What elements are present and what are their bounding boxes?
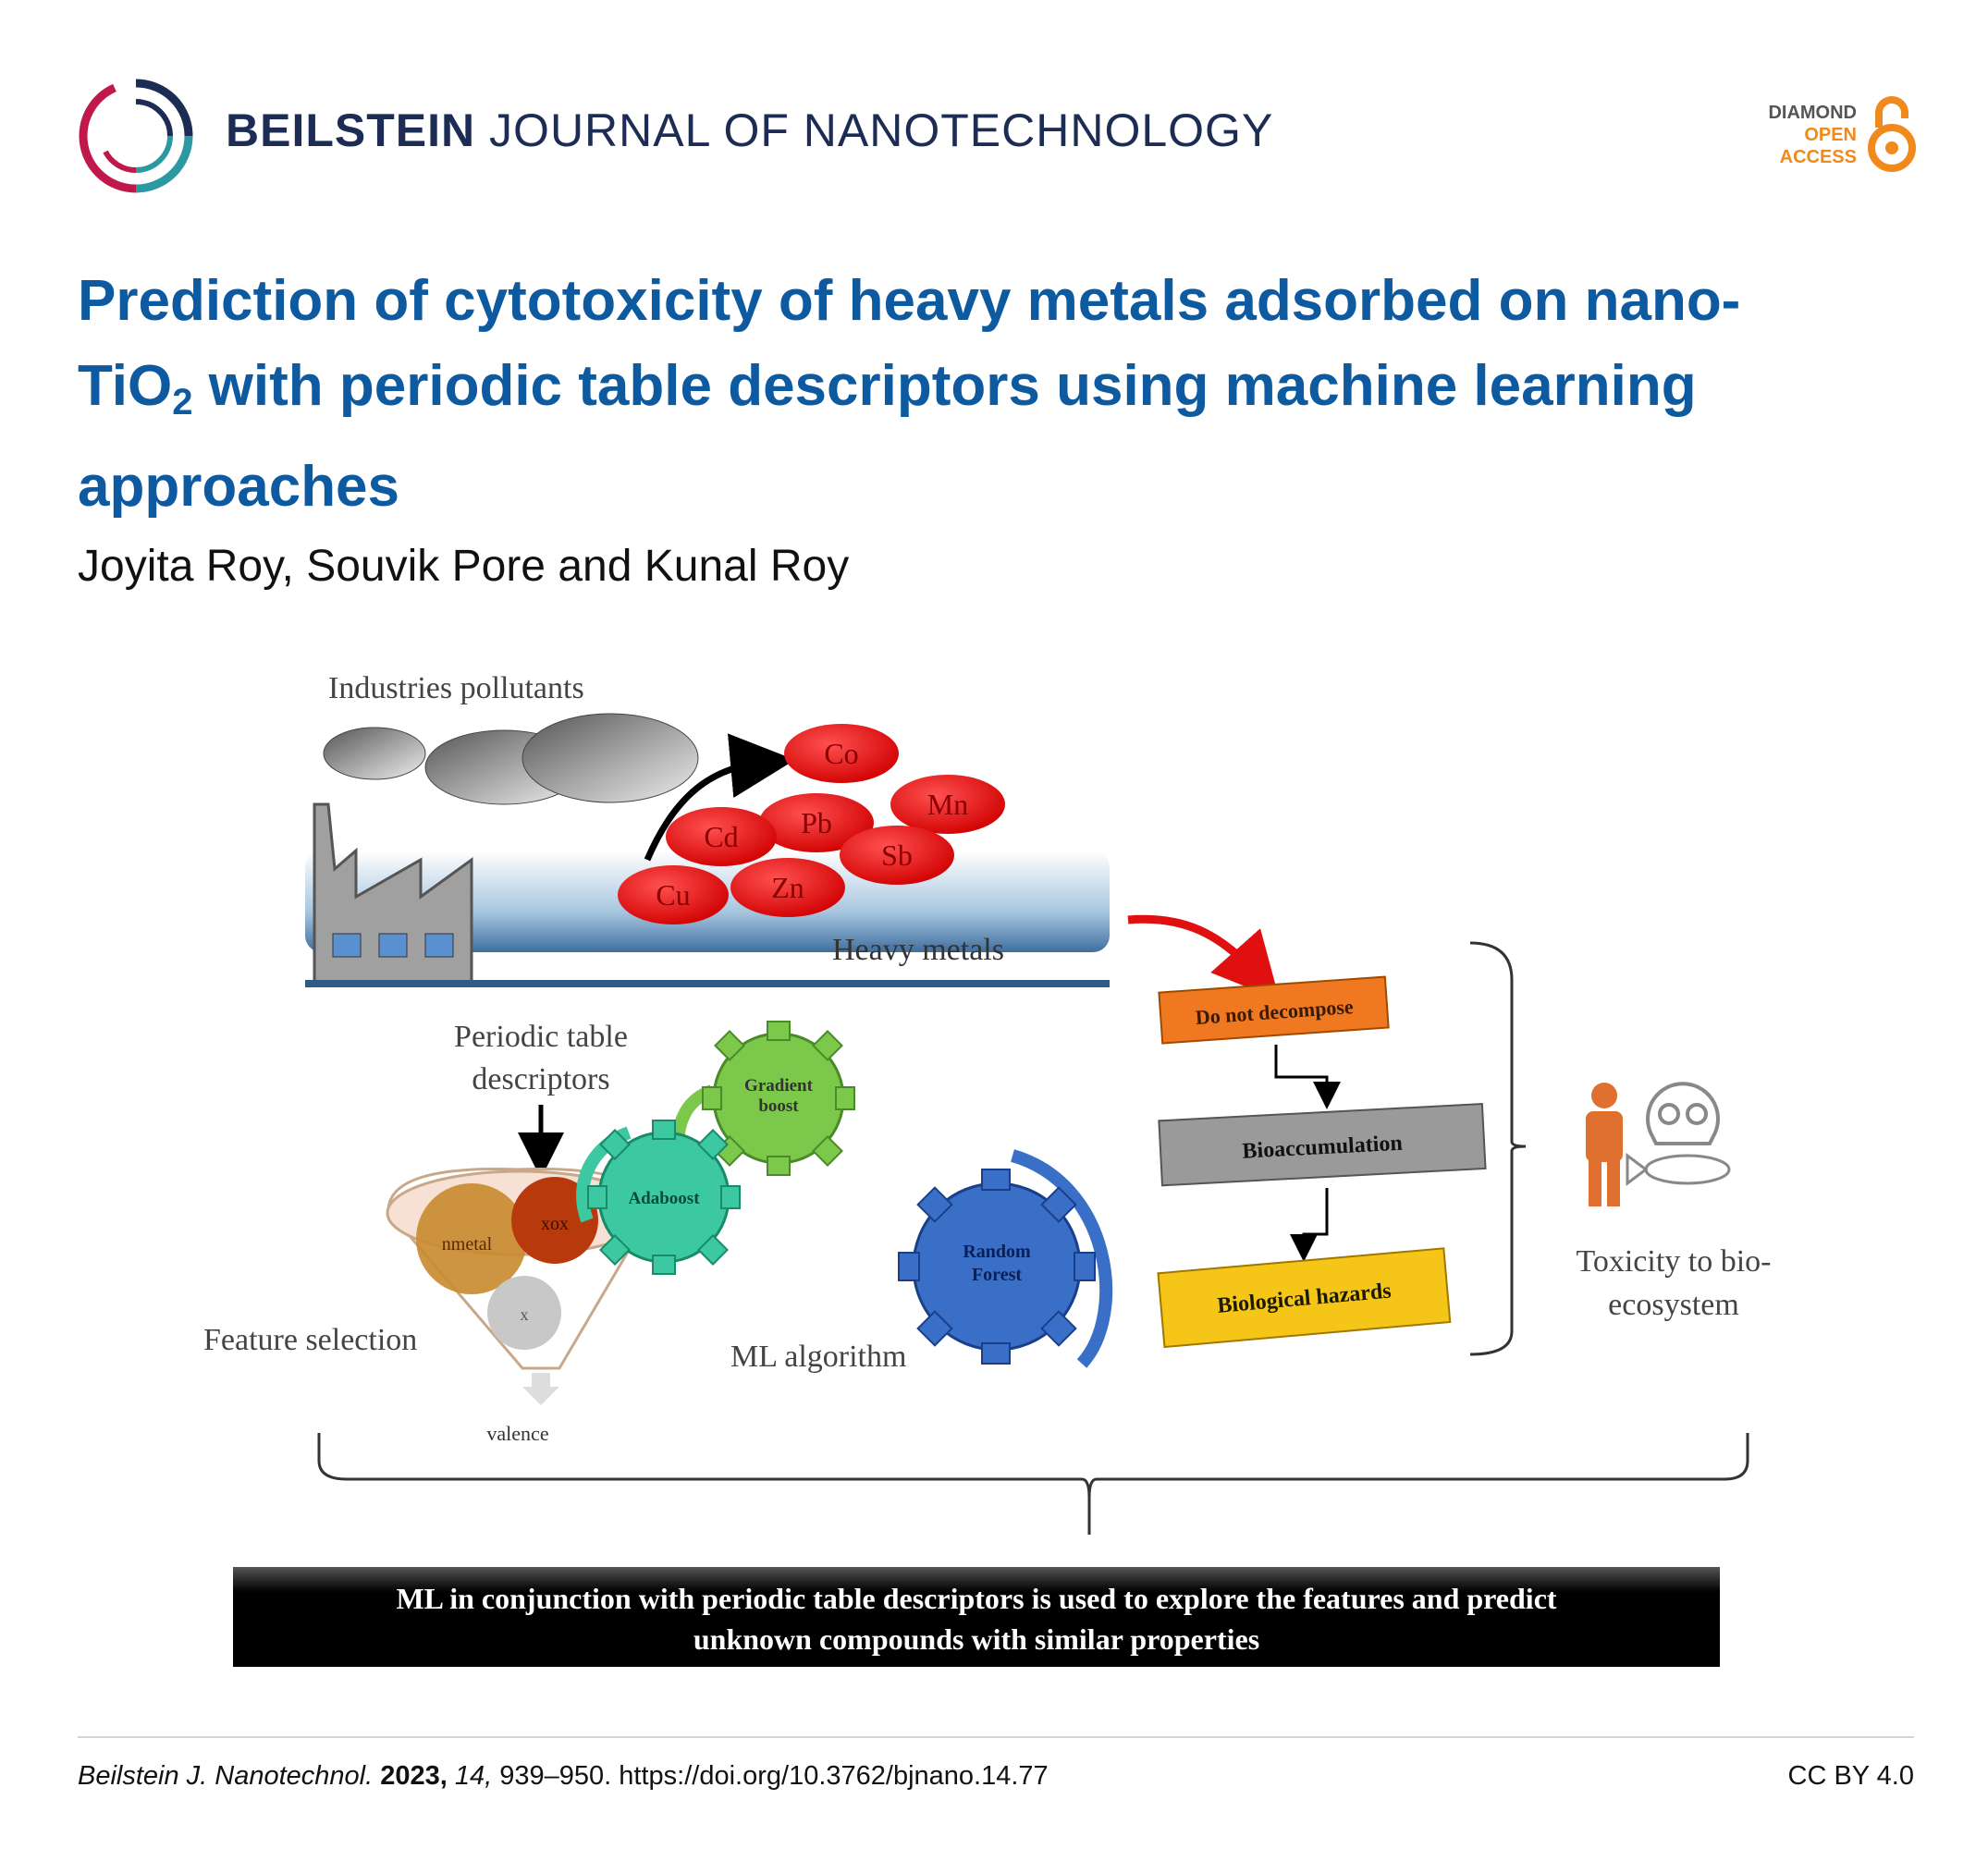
metal-zn: Zn <box>771 871 804 904</box>
pollution-cloud-icon <box>324 714 698 804</box>
hazard-arrow <box>1128 919 1258 975</box>
algo-gradient-boost-2: boost <box>758 1096 799 1116</box>
step-biological-hazards: Biological hazards <box>1158 1248 1450 1347</box>
citation-journal: Beilstein J. Nanotechnol. <box>78 1761 373 1791</box>
badge-access: ACCESS <box>1768 146 1857 168</box>
citation-year: 2023, <box>380 1761 448 1791</box>
open-access-lock-icon <box>1866 92 1918 176</box>
citation: Beilstein J. Nanotechnol. 2023, 14, 939–… <box>78 1761 1049 1792</box>
citation-pages-doi[interactable]: 939–950. https://doi.org/10.3762/bjnano.… <box>499 1761 1048 1791</box>
industries-label: Industries pollutants <box>328 671 584 705</box>
journal-logo-icon <box>78 78 194 194</box>
badge-diamond: DIAMOND <box>1768 102 1857 124</box>
feature-nmetal: nmetal <box>442 1234 493 1255</box>
gear-random-forest: Random Forest <box>899 1156 1106 1364</box>
authors: Joyita Roy, Souvik Pore and Kunal Roy <box>78 541 849 592</box>
title-part2: with periodic table descriptors using ma… <box>78 354 1697 519</box>
ml-algorithm-label: ML algorithm <box>730 1340 906 1374</box>
metal-co: Co <box>824 737 858 770</box>
heavy-metals-label: Heavy metals <box>832 933 1004 967</box>
conclusion-line-2: unknown compounds with similar propertie… <box>693 1622 1259 1656</box>
feature-valence: valence <box>486 1422 548 1445</box>
journal-name: BEILSTEIN JOURNAL OF NANOTECHNOLOGY <box>226 104 1273 157</box>
metal-mn: Mn <box>927 788 968 821</box>
license: CC BY 4.0 <box>1788 1761 1914 1792</box>
journal-name-rest: JOURNAL OF NANOTECHNOLOGY <box>489 104 1273 156</box>
factory-icon <box>314 804 472 985</box>
algo-random-forest-1: Random <box>963 1242 1031 1262</box>
feature-selection-label: Feature selection <box>203 1323 417 1357</box>
toxicity-label-2: ecosystem <box>1608 1288 1739 1322</box>
title-subscript: 2 <box>172 382 192 422</box>
gear-adaboost: Adaboost <box>583 1120 740 1274</box>
graphical-abstract: Industries pollutants Co Mn Pb Cd Sb Zn … <box>194 666 1785 1692</box>
metal-cd: Cd <box>704 820 738 853</box>
algo-random-forest-2: Forest <box>972 1265 1022 1285</box>
periodic-label-1: Periodic table <box>454 1020 628 1054</box>
algo-adaboost: Adaboost <box>628 1189 700 1208</box>
citation-volume: 14, <box>455 1761 492 1791</box>
badge-open: OPEN <box>1768 124 1857 146</box>
open-access-badge: DIAMOND OPEN ACCESS <box>1733 92 1918 180</box>
conclusion-line-1: ML in conjunction with periodic table de… <box>396 1582 1556 1615</box>
bottom-brace <box>319 1433 1748 1535</box>
metal-sb: Sb <box>881 839 913 872</box>
metal-pb: Pb <box>801 806 832 839</box>
feature-x: x <box>521 1305 529 1324</box>
paper-title: Prediction of cytotoxicity of heavy meta… <box>78 259 1835 530</box>
metal-cu: Cu <box>656 878 690 912</box>
step-do-not-decompose: Do not decompose <box>1159 977 1388 1044</box>
step-bioaccumulation: Bioaccumulation <box>1159 1104 1485 1185</box>
feature-xox: xox <box>541 1214 569 1234</box>
periodic-label-2: descriptors <box>472 1062 609 1096</box>
algo-gradient-boost-1: Gradient <box>744 1076 814 1096</box>
toxicity-label-1: Toxicity to bio- <box>1576 1244 1771 1279</box>
fish-icon <box>1627 1156 1729 1183</box>
skull-icon <box>1648 1083 1718 1144</box>
footer-divider <box>78 1736 1914 1738</box>
person-icon <box>1586 1083 1623 1206</box>
journal-name-bold: BEILSTEIN <box>226 104 475 156</box>
